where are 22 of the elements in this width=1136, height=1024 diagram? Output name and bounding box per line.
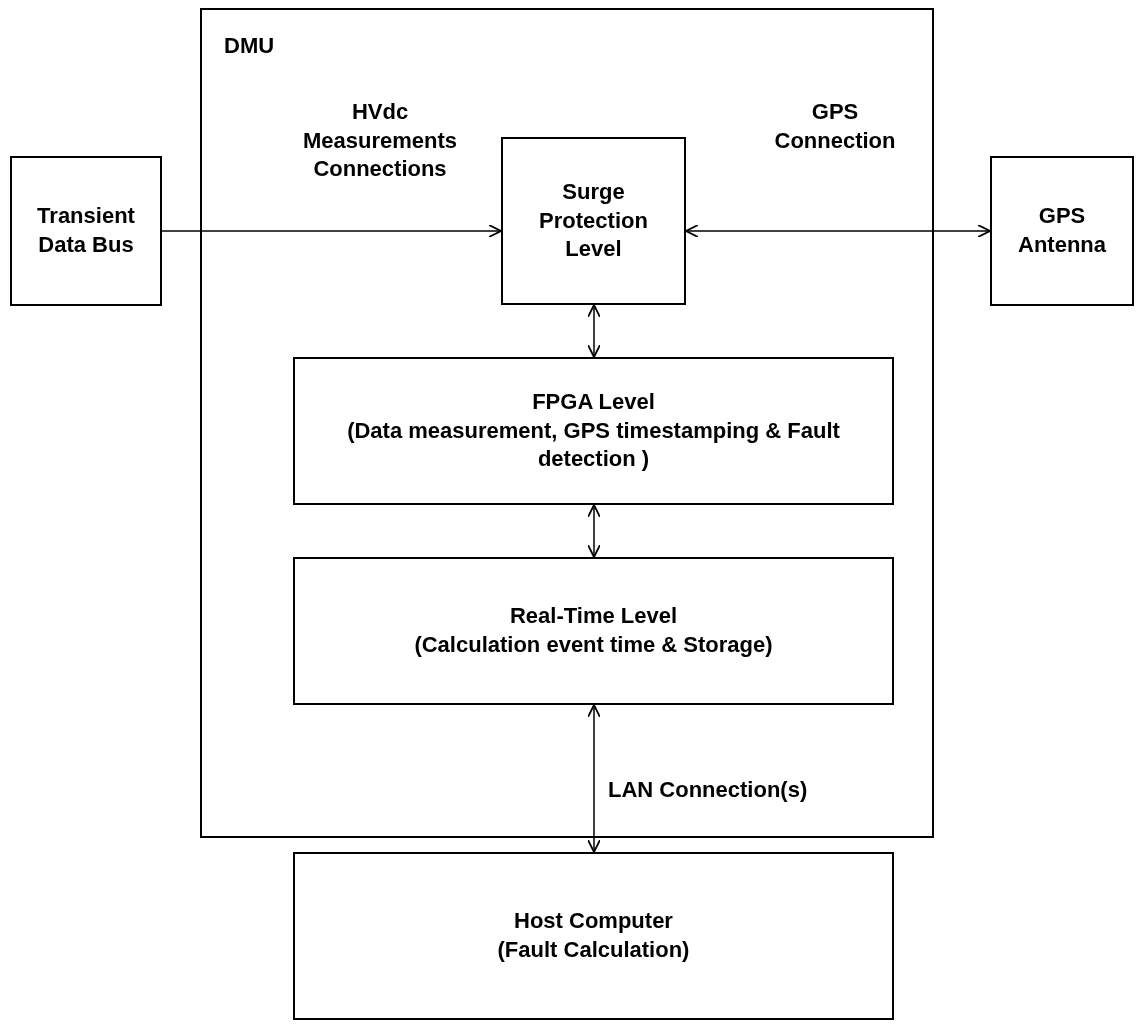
box-title: Surge Protection Level bbox=[538, 178, 649, 264]
arrow bbox=[587, 504, 601, 558]
box-subtitle: (Data measurement, GPS timestamping & Fault detection ) bbox=[346, 416, 841, 474]
box-title: Host Computer bbox=[513, 907, 674, 936]
arrow bbox=[161, 224, 502, 238]
box-title: DMU bbox=[223, 32, 276, 60]
box-subtitle: (Fault Calculation) bbox=[496, 936, 691, 964]
process-box bbox=[990, 156, 1134, 306]
process-box bbox=[293, 357, 894, 505]
box-title: Transient Data Bus bbox=[36, 202, 136, 259]
arrow bbox=[685, 224, 991, 238]
arrow bbox=[587, 704, 601, 853]
box-title: GPS Antenna bbox=[1017, 202, 1107, 259]
box-title: Real-Time Level bbox=[508, 602, 679, 631]
process-box bbox=[293, 852, 894, 1020]
box-subtitle: (Calculation event time & Storage) bbox=[413, 631, 774, 659]
process-box bbox=[293, 557, 894, 705]
process-box bbox=[501, 137, 686, 305]
process-box bbox=[10, 156, 162, 306]
unit-frame bbox=[200, 8, 934, 838]
box-title: FPGA Level bbox=[531, 388, 656, 417]
arrow bbox=[587, 304, 601, 358]
